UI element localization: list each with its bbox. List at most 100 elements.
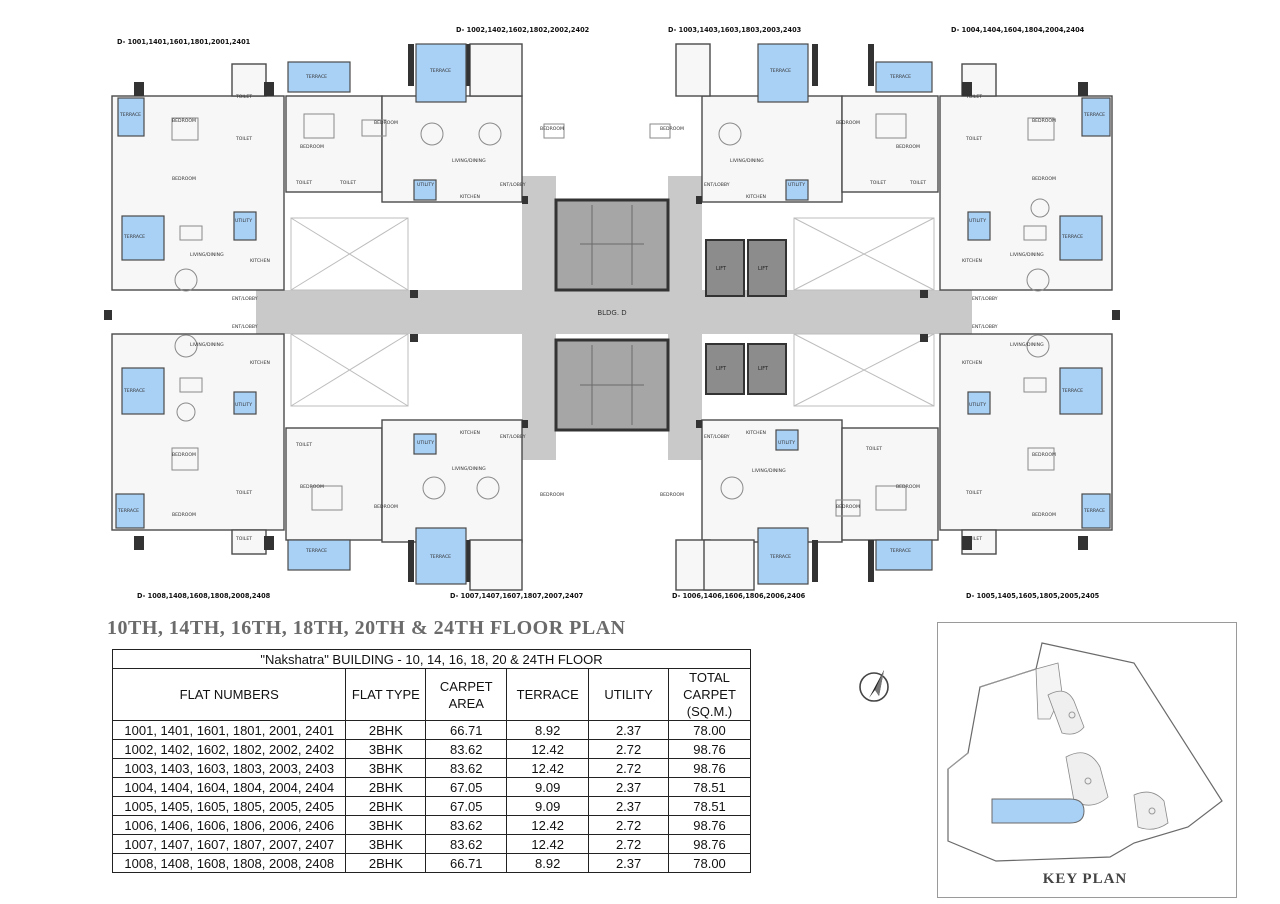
header-total-line1: TOTAL CARPET [683,670,736,702]
room-label: TERRACE [1083,112,1105,118]
cell-terrace: 8.92 [506,720,590,740]
room-label: TERRACE [889,74,911,80]
cell-terrace: 8.92 [506,853,590,873]
cell-carpet: 67.05 [425,796,508,816]
room-label: BEDROOM [172,176,196,182]
room-label: TERRACE [1083,508,1105,514]
stair-core-top [554,198,670,292]
flat-label-1006: D- 1006,1406,1606,1806,2006,2406 [672,592,806,600]
cell-terrace: 12.42 [506,815,590,835]
cell-flats: 1002, 1402, 1602, 1802, 2002, 2402 [111,739,347,759]
room-label: ENT/LOBBY [232,296,258,302]
room-label: ENT/LOBBY [500,182,526,188]
room-label: BEDROOM [172,512,196,518]
room-label: TERRACE [889,548,911,554]
room-label: LIVING/DINING [452,158,486,164]
flat-label-1008: D- 1008,1408,1608,1808,2008,2408 [137,592,271,600]
flat-label-1001: D- 1001,1401,1601,1801,2001,2401 [117,38,251,46]
room-label: TOILET [235,490,252,496]
area-statement-table: "Nakshatra" BUILDING - 10, 14, 16, 18, 2… [111,649,751,873]
lift-label: LIFT [716,266,727,272]
room-label: TERRACE [1061,234,1083,240]
room-label: TERRACE [305,74,327,80]
cell-type: 3BHK [345,834,427,854]
cell-flats: 1001, 1401, 1601, 1801, 2001, 2401 [111,720,347,740]
cell-carpet: 83.62 [425,739,508,759]
header-utility: UTILITY [588,668,670,721]
room-label: BEDROOM [374,120,398,126]
cell-flats: 1004, 1404, 1604, 1804, 2004, 2404 [111,777,347,797]
room-label: BEDROOM [836,120,860,126]
flat-label-1007: D- 1007,1407,1607,1807,2007,2407 [450,592,584,600]
cell-carpet: 83.62 [425,834,508,854]
terraces [115,43,1111,585]
room-label: UTILITY [417,182,434,188]
room-label: TERRACE [119,112,141,118]
room-label: UTILITY [969,402,986,408]
room-label: BEDROOM [1032,118,1056,124]
cell-utility: 2.37 [588,720,670,740]
room-label: TOILET [869,180,886,186]
cell-carpet: 67.05 [425,777,508,797]
room-label: LIVING/DINING [190,252,224,258]
central-corridor [256,176,972,460]
cell-type: 2BHK [345,796,427,816]
cell-type: 2BHK [345,720,427,740]
cell-type: 3BHK [345,758,427,778]
room-label: TOILET [865,446,882,452]
room-label: TOILET [295,442,312,448]
room-label: BEDROOM [172,118,196,124]
floor-plan-drawing: LIFT LIFT LIFT LIFT [104,26,1120,600]
room-label: UTILITY [788,182,805,188]
cell-carpet: 66.71 [425,720,508,740]
cell-carpet: 83.62 [425,758,508,778]
header-carpet-line1: CARPET [439,678,493,694]
room-label: BEDROOM [896,144,920,150]
cell-type: 3BHK [345,739,427,759]
room-label: TOILET [965,94,982,100]
room-label: TERRACE [429,68,451,74]
room-label: TOILET [965,490,982,496]
room-label: TERRACE [769,68,791,74]
cell-total: 78.51 [668,777,751,797]
room-label: TOILET [235,94,252,100]
room-label: BEDROOM [540,492,564,498]
cell-terrace: 12.42 [506,834,590,854]
room-label: KITCHEN [962,258,982,264]
cell-type: 2BHK [345,777,427,797]
cell-total: 98.76 [668,739,751,759]
room-label: TERRACE [429,554,451,560]
room-label: ENT/LOBBY [972,296,998,302]
cell-total: 98.76 [668,758,751,778]
room-label: BEDROOM [836,504,860,510]
key-plan-site-drawing [947,642,1223,862]
room-label: TOILET [295,180,312,186]
cell-terrace: 12.42 [506,758,590,778]
room-label: UTILITY [969,218,986,224]
cell-terrace: 12.42 [506,739,590,759]
room-label: UTILITY [235,402,252,408]
room-label: KITCHEN [460,430,480,436]
room-label: LIVING/DINING [730,158,764,164]
open-voids [290,217,935,407]
structural-columns [104,44,1120,582]
room-label: TERRACE [305,548,327,554]
room-label: BEDROOM [1032,176,1056,182]
room-label: TOILET [965,136,982,142]
north-arrow-icon [859,670,889,702]
room-label: TERRACE [123,234,145,240]
room-label: TERRACE [117,508,139,514]
header-carpet-line2: AREA [448,695,484,711]
cell-type: 3BHK [345,815,427,835]
header-total-carpet: TOTAL CARPET (SQ.M.) [668,668,751,721]
lift-label: LIFT [758,266,769,272]
cell-utility: 2.72 [588,739,670,759]
header-total-line2: (SQ.M.) [686,704,733,719]
room-label: UTILITY [778,440,795,446]
room-label: ENT/LOBBY [704,182,730,188]
flat-label-1003: D- 1003,1403,1603,1803,2003,2403 [668,26,802,34]
room-label: UTILITY [235,218,252,224]
